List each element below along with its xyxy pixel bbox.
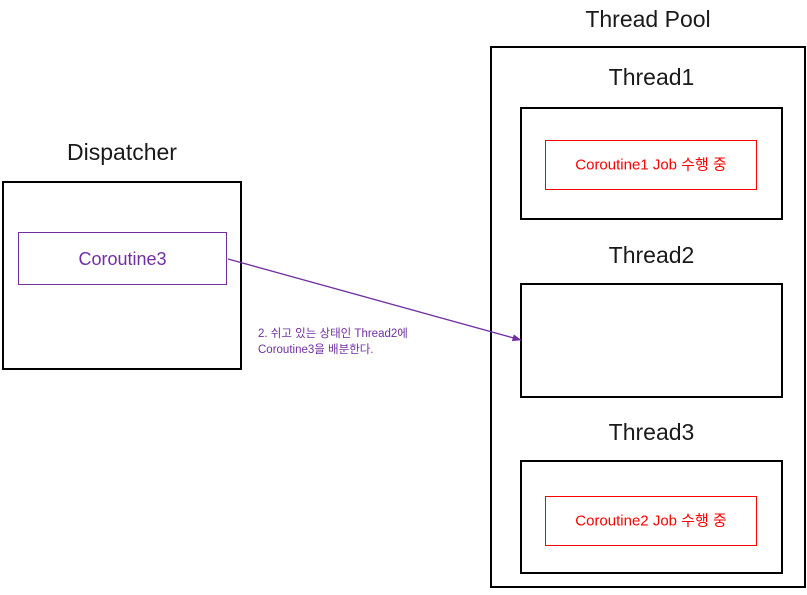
thread2-box — [520, 283, 783, 398]
thread1-box — [520, 107, 783, 220]
thread3-job-box[interactable]: Coroutine2 Job 수행 중 — [545, 496, 757, 546]
thread3-title: Thread3 — [608, 419, 695, 445]
thread3-job-label: Coroutine2 Job 수행 중 — [575, 512, 727, 530]
coroutine3-box[interactable]: Coroutine3 — [18, 232, 227, 285]
thread1-job-label: Coroutine1 Job 수행 중 — [575, 156, 727, 174]
thread-pool-title: Thread Pool — [585, 6, 711, 32]
thread1-job-box[interactable]: Coroutine1 Job 수행 중 — [545, 140, 757, 190]
dispatch-annotation: 2. 쉬고 있는 상태인 Thread2에 Coroutine3을 배분한다. — [258, 327, 408, 358]
thread2-title: Thread2 — [608, 242, 695, 268]
dispatcher-title: Dispatcher — [67, 139, 177, 165]
dispatch-annotation-line2: Coroutine3을 배분한다. — [258, 343, 374, 356]
coroutine3-label: Coroutine3 — [78, 248, 167, 269]
thread1-title: Thread1 — [608, 64, 695, 90]
dispatch-annotation-line1: 2. 쉬고 있는 상태인 Thread2에 — [258, 328, 408, 340]
thread3-box — [520, 460, 783, 574]
